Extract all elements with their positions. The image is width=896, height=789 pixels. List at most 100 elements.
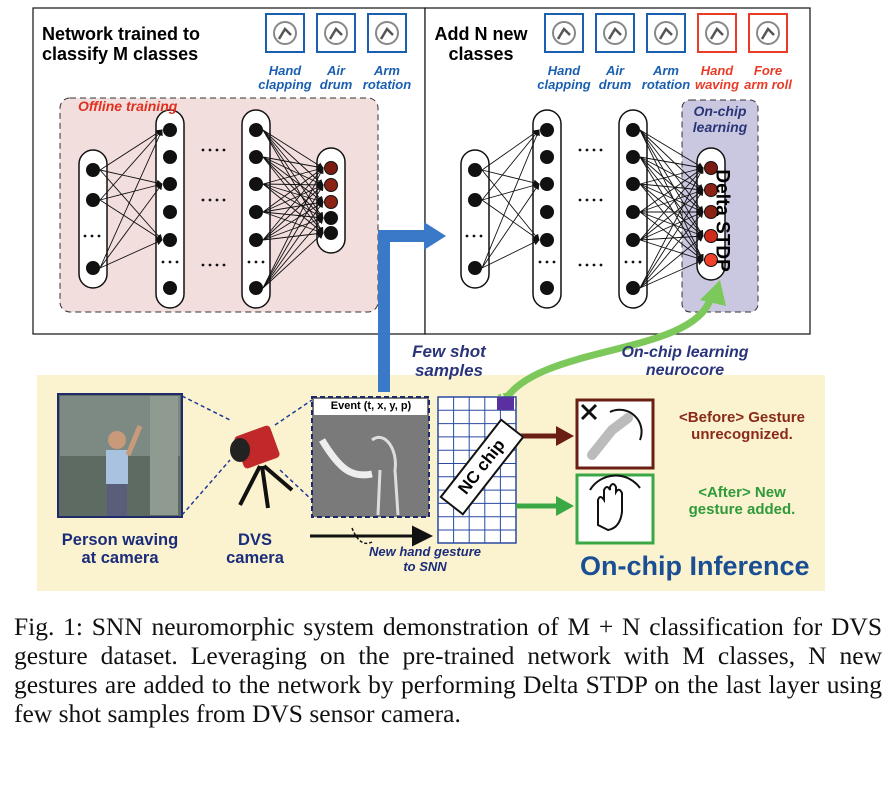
neuron <box>540 150 554 164</box>
neuron <box>540 205 554 219</box>
gesture-label-line2: rotation <box>362 77 412 93</box>
ellipsis-dot <box>538 260 542 264</box>
hand-waving-icon <box>697 13 737 53</box>
ellipsis-dot <box>585 198 589 202</box>
synapse <box>639 259 704 289</box>
neuron <box>324 211 338 225</box>
gesture-label-line1: Hand <box>268 63 302 78</box>
gesture-label-line2: drum <box>319 77 353 93</box>
person-line2: at camera <box>81 549 159 568</box>
ellipsis-dot <box>472 234 476 238</box>
neuron <box>540 281 554 295</box>
onchip-line1: On-chip <box>693 103 747 119</box>
gesture-label-line1: Air <box>605 63 625 78</box>
left-panel-title: Network trained to classify M classes <box>42 24 200 64</box>
ellipsis-dot <box>624 260 628 264</box>
neuron <box>704 229 718 243</box>
ellipsis-dot <box>97 234 101 238</box>
after-text: <After> New gesture added. <box>662 484 822 519</box>
synapse <box>99 199 163 241</box>
synapse <box>481 183 540 269</box>
gesture-label-line1: Arm <box>652 63 679 78</box>
ellipsis-dot <box>222 263 226 267</box>
neuron <box>163 205 177 219</box>
synapse <box>99 183 163 269</box>
synapse <box>639 189 704 241</box>
ellipsis-dot <box>631 260 635 264</box>
neuron <box>249 233 263 247</box>
synapse <box>262 167 324 241</box>
few-shot-label: Few shot samples <box>394 342 504 380</box>
ellipsis-dot <box>247 260 251 264</box>
ellipsis-dot <box>545 260 549 264</box>
synapse <box>639 156 704 191</box>
ellipsis-dot <box>201 263 205 267</box>
ellipsis-dot <box>208 263 212 267</box>
neuron <box>626 123 640 137</box>
air-drum-icon <box>316 13 356 53</box>
left-network <box>78 109 346 309</box>
few-shot-line1: Few shot <box>412 342 486 361</box>
synapse <box>639 235 704 289</box>
few-shot-arrowhead <box>424 222 446 250</box>
ellipsis-dot <box>208 148 212 152</box>
gesture-label-line2: waving <box>694 77 740 93</box>
synapse <box>639 183 704 261</box>
before-text: <Before> Gesture unrecognized. <box>662 409 822 444</box>
gesture-label-line1: Hand <box>547 63 581 78</box>
ellipsis-dot <box>578 263 582 267</box>
ellipsis-dot <box>552 260 556 264</box>
onchip-learning-label: On-chip learning <box>684 103 756 135</box>
neuron <box>324 161 338 175</box>
camera-link-2 <box>279 469 313 501</box>
synapse <box>262 156 324 171</box>
neurocore-line1: On-chip learning <box>621 344 749 361</box>
synapse <box>99 169 163 241</box>
ellipsis-dot <box>168 260 172 264</box>
synapse <box>639 156 704 237</box>
neuron <box>163 150 177 164</box>
wave-arc-icon <box>589 474 641 491</box>
new-gesture-label: New hand gesture to SNN <box>360 544 490 574</box>
ellipsis-dot <box>599 198 603 202</box>
synapse <box>481 239 540 269</box>
synapse <box>639 129 704 261</box>
ellipsis-dot <box>175 260 179 264</box>
figure-caption: Fig. 1: SNN neuromorphic system demonstr… <box>14 612 882 728</box>
ellipsis-dot <box>215 198 219 202</box>
ellipsis-dot <box>222 198 226 202</box>
neuron <box>704 183 718 197</box>
ellipsis-dot <box>592 198 596 202</box>
neuron <box>86 163 100 177</box>
person-raised-arm <box>125 425 143 456</box>
before-arrowhead <box>556 426 574 446</box>
ellipsis-dot <box>585 263 589 267</box>
synapse <box>262 183 324 234</box>
hand-waving-icon <box>597 483 623 532</box>
synapse <box>639 129 704 169</box>
synapse <box>639 156 704 261</box>
ellipsis-dot <box>201 148 205 152</box>
onchip-inference-label: On-chip Inference <box>580 551 810 581</box>
neuron <box>324 226 338 240</box>
person-line1: Person waving <box>61 531 179 549</box>
delta-stdp-label: Delta STDP <box>711 169 733 272</box>
synapse <box>262 199 324 213</box>
synapse <box>639 156 704 213</box>
person-head <box>108 431 126 449</box>
neuron <box>86 193 100 207</box>
synapse <box>481 182 540 201</box>
right-network <box>460 109 726 309</box>
neuron <box>626 233 640 247</box>
synapse <box>262 201 324 289</box>
left-title-line1: Network trained to <box>42 24 201 44</box>
ellipsis-dot <box>638 260 642 264</box>
synapse <box>262 232 324 289</box>
neuron <box>468 163 482 177</box>
event-label: Event (t, x, y, p) <box>330 400 412 412</box>
synapse <box>262 184 324 289</box>
camera-link-1 <box>274 399 313 426</box>
